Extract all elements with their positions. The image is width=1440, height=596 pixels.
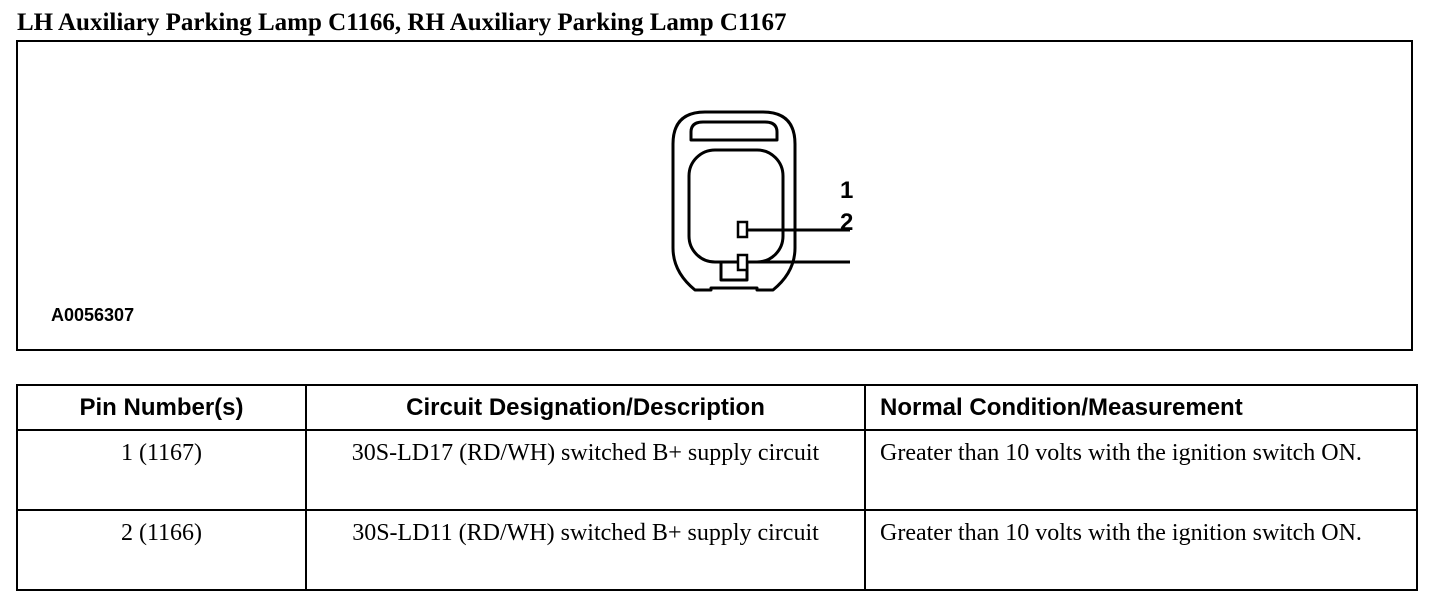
page-title: LH Auxiliary Parking Lamp C1166, RH Auxi… <box>17 9 787 36</box>
table-row: 2 (1166) 30S-LD11 (RD/WH) switched B+ su… <box>16 509 1418 591</box>
pin-2-label: 2 <box>840 209 854 236</box>
header-circuit: Circuit Designation/Description <box>305 384 866 431</box>
pin-table: Pin Number(s) Circuit Designation/Descri… <box>16 384 1418 591</box>
connector-housing-outline <box>671 110 797 292</box>
pin-1-terminal <box>736 220 749 239</box>
terminal-cavity <box>687 148 785 264</box>
figure-id: A0056307 <box>51 305 135 325</box>
condition-cell: Greater than 10 volts with the ignition … <box>864 509 1418 591</box>
pin-number-cell: 1 (1167) <box>16 429 307 511</box>
locking-tab-slot <box>689 120 779 142</box>
connector-face-diagram <box>671 110 850 292</box>
pin-number-cell: 2 (1166) <box>16 509 307 591</box>
connector-figure: 1 2 A0056307 <box>16 40 1413 351</box>
circuit-cell: 30S-LD11 (RD/WH) switched B+ supply circ… <box>305 509 866 591</box>
circuit-cell: 30S-LD17 (RD/WH) switched B+ supply circ… <box>305 429 866 511</box>
table-row: 1 (1167) 30S-LD17 (RD/WH) switched B+ su… <box>16 429 1418 511</box>
header-condition: Normal Condition/Measurement <box>864 384 1418 431</box>
condition-cell: Greater than 10 volts with the ignition … <box>864 429 1418 511</box>
pin-2-terminal <box>736 253 749 272</box>
pin-1-label: 1 <box>840 177 854 204</box>
table-header-row: Pin Number(s) Circuit Designation/Descri… <box>16 384 1418 431</box>
header-pin-number: Pin Number(s) <box>16 384 307 431</box>
